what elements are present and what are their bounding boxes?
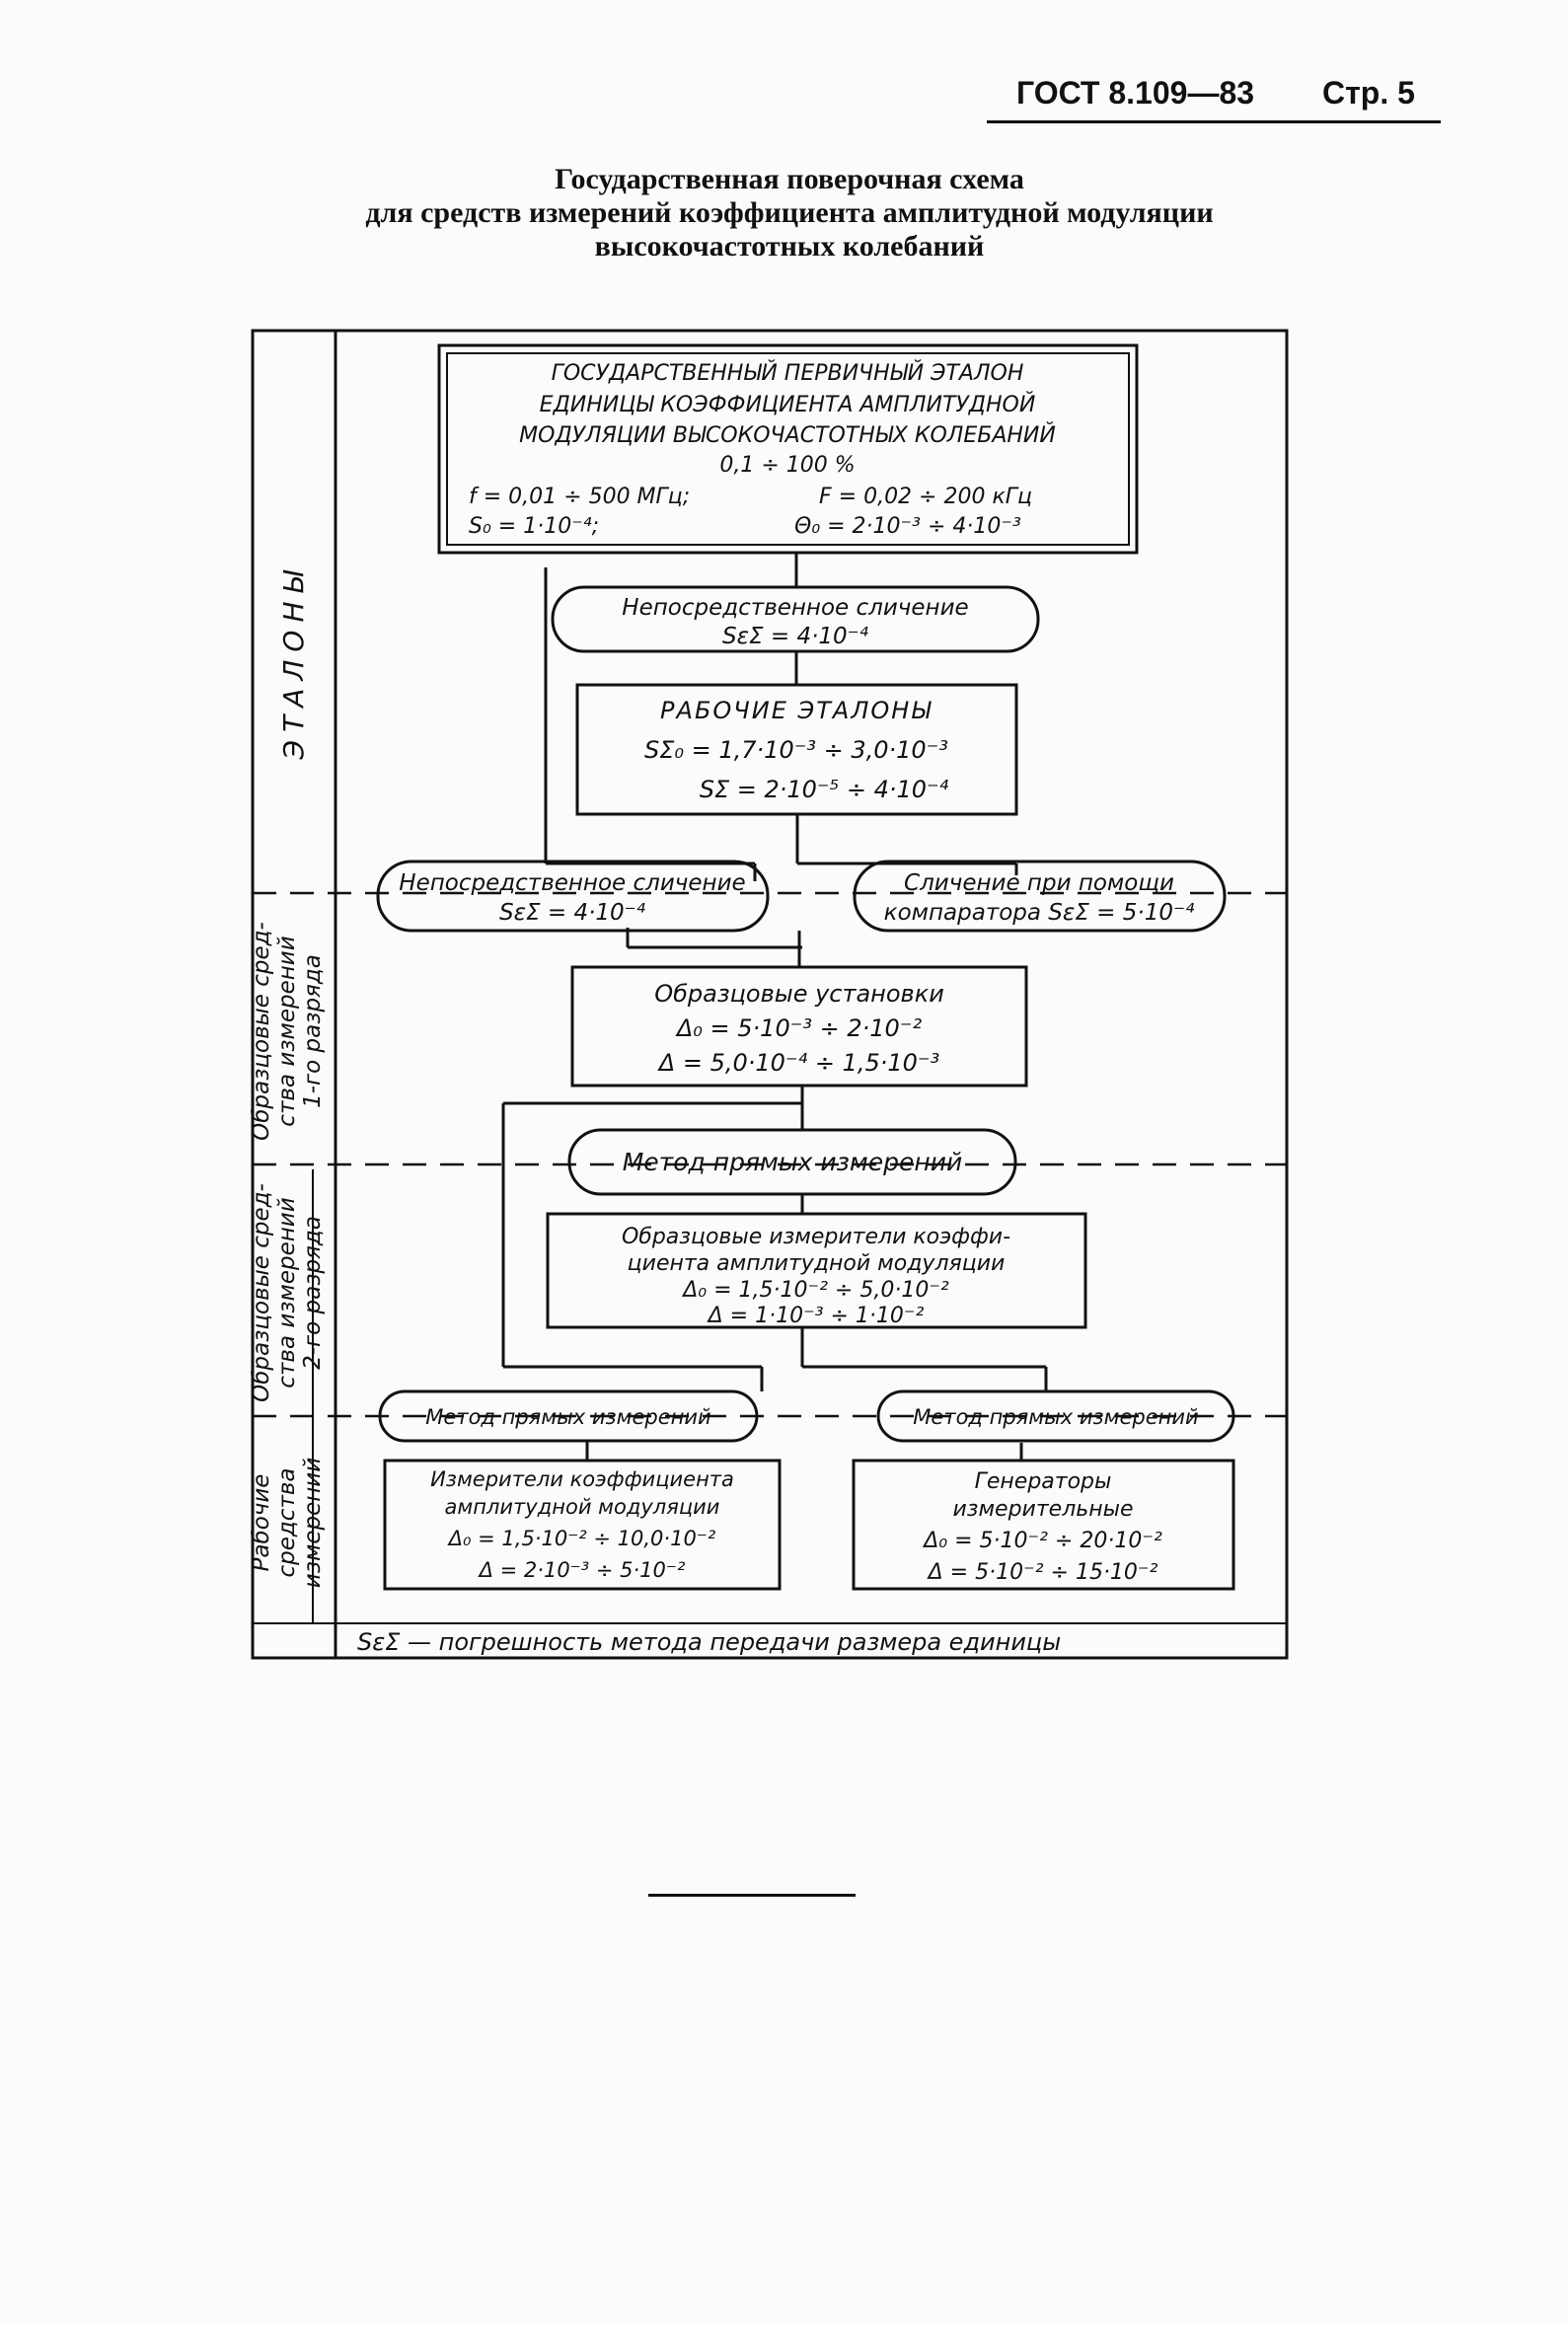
method2-label: Непосредственное сличение <box>399 870 745 896</box>
working-meters-box <box>383 1459 782 1591</box>
work-meters-line-1: Измерители коэффициента <box>430 1467 734 1491</box>
ref-meters-line-3: Δ₀ = 1,5·10⁻² ÷ 5,0·10⁻² <box>681 1278 949 1303</box>
work-meters-line-2: амплитудной модуляции <box>445 1495 720 1519</box>
primary-line-3: МОДУЛЯЦИИ ВЫСОКОЧАСТОТНЫХ КОЛЕБАНИЙ <box>519 422 1056 448</box>
reference-meters-box <box>546 1212 1087 1329</box>
method1-uncertainty: SεΣ = 4·10⁻⁴ <box>722 624 868 649</box>
title-line-3: высокочастотных колебаний <box>594 230 985 262</box>
generators-line-4: Δ = 5·10⁻² ÷ 15·10⁻² <box>927 1560 1158 1585</box>
category-1-line-1: Образцовые сред- <box>249 922 274 1141</box>
work-meters-line-4: Δ = 2·10⁻³ ÷ 5·10⁻² <box>478 1558 686 1582</box>
measurement-generators-box <box>852 1459 1235 1591</box>
working-etalons-box <box>575 683 1018 816</box>
header-rule <box>987 120 1441 123</box>
primary-standard-box <box>437 343 1139 555</box>
title-line-2: для средств измерений коэффициента ампли… <box>365 196 1214 229</box>
generators-line-2: измерительные <box>952 1497 1133 1522</box>
document-number: ГОСТ 8.109—83 <box>1016 75 1255 111</box>
working-etalons-line-1: SΣ₀ = 1,7·10⁻³ ÷ 3,0·10⁻³ <box>644 736 948 764</box>
method-direct-comparison-2 <box>376 860 770 933</box>
category-1-line-2: ства измерений <box>274 936 300 1126</box>
ref-meters-line-1: Образцовые измерители коэффи- <box>622 1225 1010 1249</box>
footnote: SεΣ — погрешность метода передачи размер… <box>357 1628 1061 1656</box>
ref-setups-line-2: Δ = 5,0·10⁻⁴ ÷ 1,5·10⁻³ <box>657 1049 939 1077</box>
scheme-frame <box>251 329 1289 1660</box>
primary-line-2: ЕДИНИЦЫ КОЭФФИЦИЕНТА АМПЛИТУДНОЙ <box>540 392 1036 417</box>
method-comparator <box>853 860 1227 933</box>
category-2-line-3: 2-го разряда <box>300 1216 326 1370</box>
generators-line-3: Δ₀ = 5·10⁻² ÷ 20·10⁻² <box>922 1529 1162 1553</box>
ref-meters-line-2: циента амплитудной модуляции <box>628 1251 1006 1276</box>
method5-label: Метод прямых измерений <box>425 1405 710 1429</box>
method6-label: Метод прямых измерений <box>913 1405 1198 1429</box>
method-direct-measurement-2 <box>378 1389 759 1443</box>
method-direct-measurement-3 <box>876 1389 1235 1443</box>
connectors <box>501 553 1048 1461</box>
primary-frequency: f = 0,01 ÷ 500 МГц; <box>469 485 690 509</box>
method-direct-measurement-1 <box>567 1128 1017 1196</box>
primary-s0: S₀ = 1·10⁻⁴; <box>469 514 599 539</box>
working-etalons-line-2: SΣ = 2·10⁻⁵ ÷ 4·10⁻⁴ <box>700 776 949 803</box>
method-direct-comparison-1 <box>551 585 1040 653</box>
primary-theta0: Θ₀ = 2·10⁻³ ÷ 4·10⁻³ <box>794 514 1021 539</box>
page-number: Стр. 5 <box>1322 75 1415 111</box>
generators-line-1: Генераторы <box>975 1469 1112 1494</box>
method1-label: Непосредственное сличение <box>622 595 968 621</box>
end-rule <box>648 1894 856 1897</box>
primary-line-1: ГОСУДАРСТВЕННЫЙ ПЕРВИЧНЫЙ ЭТАЛОН <box>552 360 1024 386</box>
category-work-line-3: измерений <box>300 1458 326 1588</box>
method4-label: Метод прямых измерений <box>623 1148 963 1176</box>
category-separators <box>253 891 1287 1418</box>
category-etalons: ЭТАЛОНЫ <box>277 563 310 761</box>
primary-modulation-frequency: F = 0,02 ÷ 200 кГц <box>819 485 1032 509</box>
category-1-line-3: 1-го разряда <box>300 954 326 1108</box>
reference-setups-box <box>570 965 1028 1088</box>
category-work-line-1: Рабочие <box>249 1474 274 1572</box>
category-2-line-1: Образцовые сред- <box>249 1183 274 1402</box>
page-header: ГОСТ 8.109—83 Стр. 5 <box>987 75 1441 123</box>
scheme-title: Государственная поверочная схема для сре… <box>227 163 1352 263</box>
working-etalons-title: РАБОЧИЕ ЭТАЛОНЫ <box>660 697 933 724</box>
method3-uncertainty: компаратора SεΣ = 5·10⁻⁴ <box>884 900 1195 926</box>
ref-setups-line-1: Δ₀ = 5·10⁻³ ÷ 2·10⁻² <box>675 1014 923 1042</box>
ref-setups-title: Образцовые установки <box>654 980 944 1008</box>
method2-uncertainty: SεΣ = 4·10⁻⁴ <box>499 900 645 926</box>
method3-label: Сличение при помощи <box>904 870 1174 896</box>
primary-range: 0,1 ÷ 100 % <box>719 453 855 478</box>
work-meters-line-3: Δ₀ = 1,5·10⁻² ÷ 10,0·10⁻² <box>447 1527 716 1550</box>
category-work-line-2: средства <box>274 1468 300 1578</box>
ref-meters-line-4: Δ = 1·10⁻³ ÷ 1·10⁻² <box>707 1304 925 1328</box>
category-2-line-2: ства измерений <box>274 1197 300 1388</box>
title-line-1: Государственная поверочная схема <box>555 163 1024 195</box>
